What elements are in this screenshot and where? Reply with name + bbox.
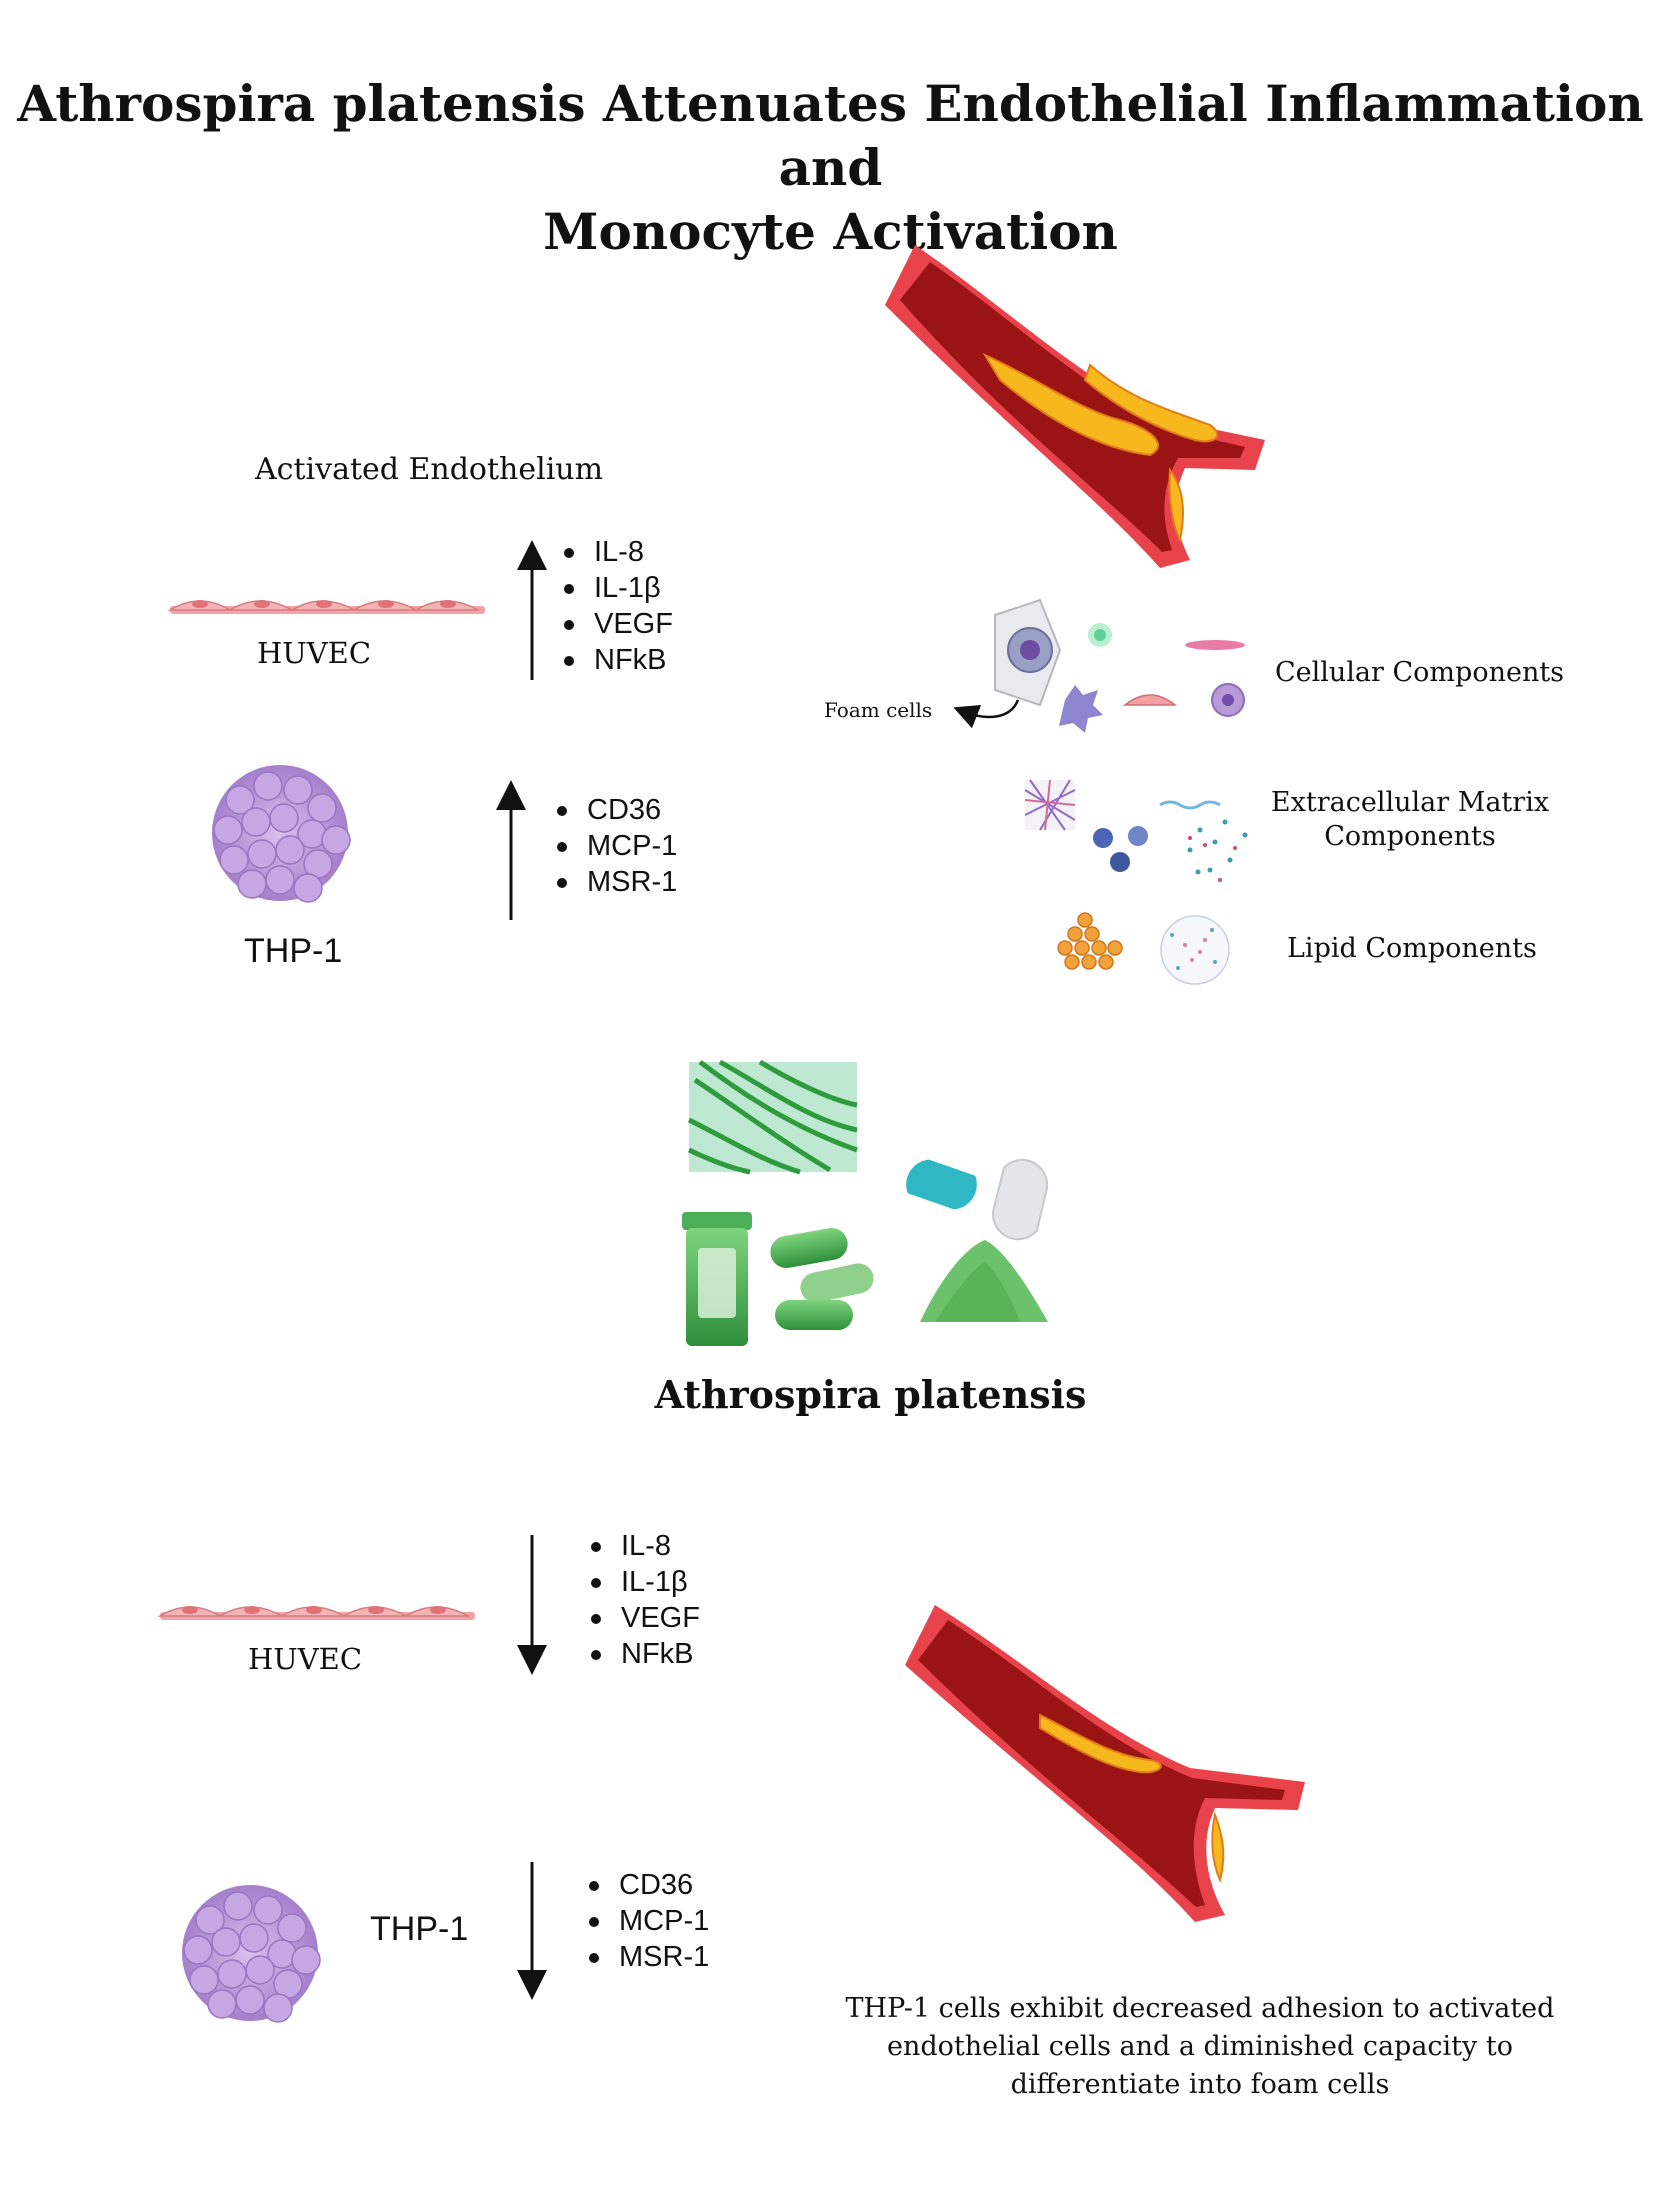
marker-item: VEGF [587, 1600, 700, 1636]
marker-item: IL-1β [587, 1564, 700, 1600]
ecm-label-line-1: Extracellular Matrix [1270, 787, 1550, 818]
conclusion-line-1: THP-1 cells exhibit decreased adhesion t… [845, 1993, 1555, 2024]
conclusion-line-3: differentiate into foam cells [1010, 2069, 1390, 2100]
treatment-label: Athrospira platensis [654, 1372, 1087, 1417]
huvec-label-bottom: HUVEC [248, 1642, 363, 1676]
green-capsules-icon [770, 1228, 874, 1330]
thp1-label-top: THP-1 [244, 932, 343, 970]
activated-endothelium-heading: Activated Endothelium [255, 452, 604, 487]
cellular-components-illustration [953, 598, 1245, 733]
title-line-2: Monocyte Activation [543, 202, 1118, 261]
open-capsule-icon [906, 1158, 1049, 1241]
huvec-marker-list-bottom: IL-8 IL-1β VEGF NFkB [587, 1528, 700, 1672]
marker-item: MSR-1 [553, 864, 677, 900]
marker-item: MCP-1 [585, 1903, 709, 1939]
conclusion-text: THP-1 cells exhibit decreased adhesion t… [780, 1990, 1620, 2104]
artery-plaque-top [885, 245, 1265, 568]
spirulina-powder-icon [920, 1240, 1048, 1322]
ecm-components-label: Extracellular Matrix Components [1270, 786, 1550, 854]
marker-item: MSR-1 [585, 1939, 709, 1975]
marker-item: IL-8 [560, 534, 673, 570]
marker-item: CD36 [553, 792, 677, 828]
thp1-marker-list-bottom: CD36 MCP-1 MSR-1 [585, 1867, 709, 1975]
ecm-label-line-2: Components [1324, 821, 1496, 852]
marker-item: CD36 [585, 1867, 709, 1903]
thp1-label-bottom: THP-1 [370, 1910, 469, 1948]
conclusion-line-2: endothelial cells and a diminished capac… [887, 2031, 1513, 2062]
thp1-cluster-bottom [182, 1885, 321, 2023]
marker-item: VEGF [560, 606, 673, 642]
huvec-marker-list-top: IL-8 IL-1β VEGF NFkB [560, 534, 673, 678]
thp1-marker-list-top: CD36 MCP-1 MSR-1 [553, 792, 677, 900]
spirulina-filaments-image [687, 1059, 858, 1175]
title-line-1: Athrospira platensis Attenuates Endothel… [17, 74, 1644, 197]
marker-item: IL-8 [587, 1528, 700, 1564]
supplement-bottle-icon [682, 1212, 752, 1346]
huvec-cells-top [167, 600, 485, 614]
marker-item: MCP-1 [553, 828, 677, 864]
cellular-components-label: Cellular Components [1275, 657, 1565, 688]
lipid-components-label: Lipid Components [1287, 933, 1537, 964]
marker-item: IL-1β [560, 570, 673, 606]
thp1-cluster-top [212, 765, 351, 903]
marker-item: NFkB [560, 642, 673, 678]
lipid-components-illustration [1057, 912, 1123, 970]
lipoprotein-icon [1160, 915, 1230, 985]
diagram-title: Athrospira platensis Attenuates Endothel… [0, 72, 1661, 264]
ecm-components-illustration [1024, 779, 1248, 882]
huvec-label-top: HUVEC [257, 636, 372, 670]
foam-cells-label: Foam cells [824, 698, 933, 722]
huvec-cells-bottom [157, 1606, 475, 1620]
marker-item: NFkB [587, 1636, 700, 1672]
artery-plaque-bottom [905, 1605, 1305, 1922]
